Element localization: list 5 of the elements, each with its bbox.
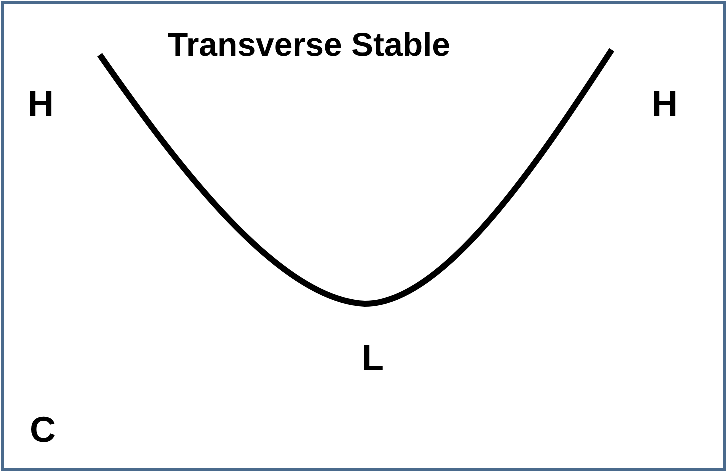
axis-letter: L <box>362 340 384 376</box>
axis-letter: H <box>652 86 678 122</box>
axis-letter: H <box>28 86 54 122</box>
axis-letter: C <box>30 412 56 448</box>
title: Transverse Stable <box>168 28 450 61</box>
